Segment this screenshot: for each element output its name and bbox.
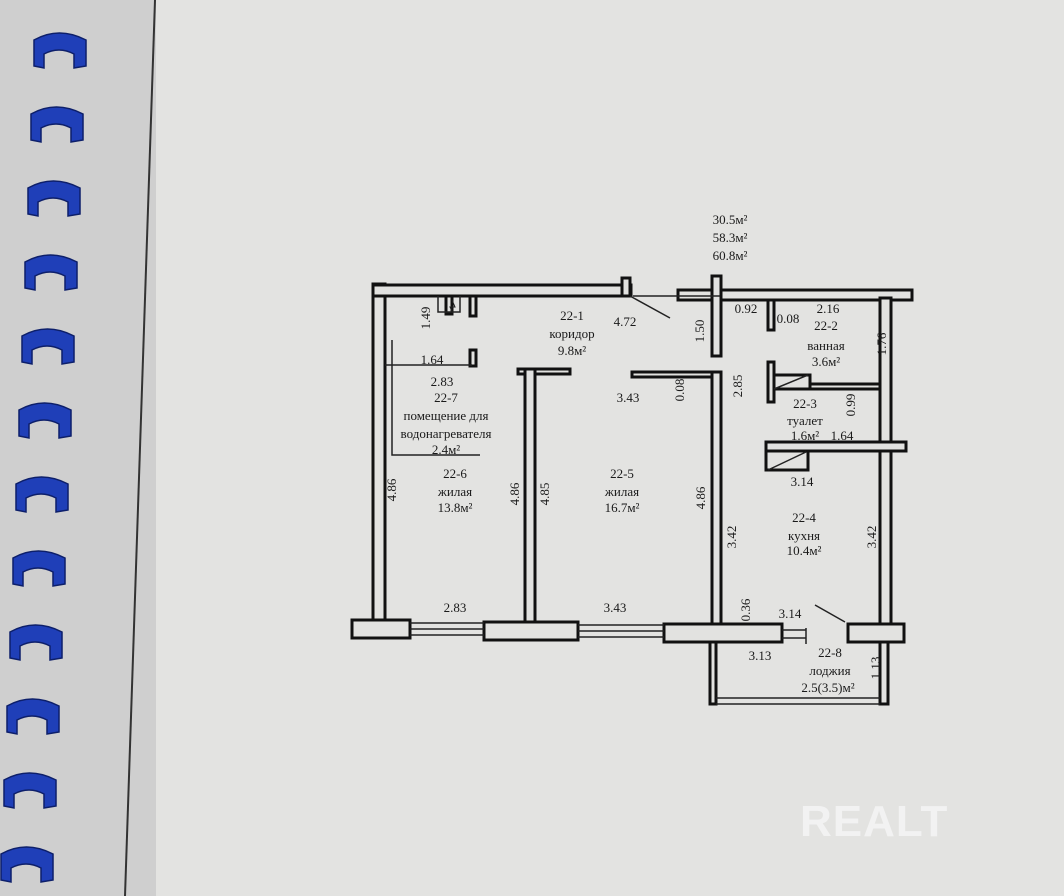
dimension: 2.16 (817, 301, 840, 316)
wall (808, 382, 882, 391)
binder-ring-icon (12, 550, 66, 587)
realt-watermark: REALT (800, 797, 948, 846)
room-area: 2.4м² (432, 442, 460, 457)
dimension: 3.43 (604, 600, 627, 615)
dimension: 1.50 (692, 320, 707, 343)
dimension: 1.64 (421, 352, 444, 367)
dimension: 1.64 (831, 428, 854, 443)
plan-labels: 30.5м² 58.3м² 60.8м² 22-1 коридор 9.8м² … (384, 212, 889, 695)
wall (708, 640, 718, 706)
binder-rings (0, 32, 87, 883)
page-edge (124, 0, 156, 896)
wall (620, 276, 632, 298)
room-id: 22-8 (818, 645, 842, 660)
room-id: 22-4 (792, 510, 816, 525)
dimension: 1.13 (868, 657, 883, 680)
dimension: 4.86 (693, 486, 708, 509)
room-name: помещение для (403, 408, 488, 423)
room-name: кухня (788, 528, 820, 543)
wall (710, 274, 723, 358)
dimension: 1.49 (418, 307, 433, 330)
dimension: 3.14 (791, 474, 814, 489)
dimension: 0.36 (738, 598, 753, 621)
binder-ring-icon (9, 624, 63, 661)
plan-sheet (156, 0, 1064, 896)
wall (766, 298, 776, 332)
binder-ring-icon (15, 476, 69, 513)
binder-ring-icon (27, 180, 81, 217)
dimension: 1.76 (874, 332, 889, 355)
dimension: 3.42 (864, 526, 879, 549)
dimension: 3.14 (779, 606, 802, 621)
window-lines (410, 622, 880, 705)
wall (676, 288, 914, 302)
dimension: 4.72 (614, 314, 637, 329)
dimension: 3.13 (749, 648, 772, 663)
room-area: 3.6м² (812, 354, 840, 369)
floor-plan (350, 274, 914, 706)
dimension: 2.83 (444, 600, 467, 615)
dimension: 3.42 (724, 526, 739, 549)
heater-symbol-icon (449, 299, 456, 314)
wall (630, 370, 722, 379)
room-name: коридор (549, 326, 594, 341)
room-area: 9.8м² (558, 343, 586, 358)
wall (468, 348, 478, 368)
room-name: лоджия (809, 663, 850, 678)
room-name: жилая (604, 484, 639, 499)
binder-ring-icon (3, 772, 57, 809)
dimension: 0.08 (672, 379, 687, 402)
binder-ring-icon (21, 328, 75, 365)
room-area: 16.7м² (605, 500, 640, 515)
wall (710, 370, 723, 626)
dimension: 0.99 (843, 394, 858, 417)
total-living: 30.5м² (713, 212, 748, 227)
dimension: 3.43 (617, 390, 640, 405)
wall (878, 640, 890, 706)
dimension: 4.86 (384, 478, 399, 501)
wall (350, 618, 412, 640)
dimension: 2.85 (730, 375, 745, 398)
wall (482, 620, 580, 642)
binder-ring-icon (33, 32, 87, 69)
wall (523, 367, 537, 625)
total-area: 58.3м² (713, 230, 748, 245)
room-id: 22-1 (560, 308, 584, 323)
binder-ring-icon (6, 698, 60, 735)
dimension: 0.92 (735, 301, 758, 316)
binder-ring-icon (0, 846, 54, 883)
room-name: туалет (787, 413, 823, 428)
plan-lines (385, 295, 846, 623)
room-id: 22-5 (610, 466, 634, 481)
room-area: 10.4м² (787, 543, 822, 558)
wall (468, 294, 478, 318)
room-area: 2.5(3.5)м² (801, 680, 854, 695)
room-area: 1.6м² (791, 428, 819, 443)
room-id: 22-6 (443, 466, 467, 481)
wall (846, 622, 906, 644)
binder-ring-icon (18, 402, 72, 439)
wall (444, 294, 454, 316)
wall (371, 282, 387, 626)
dimension: 0.08 (777, 311, 800, 326)
room-name: водонагревателя (401, 426, 492, 441)
binder-page (0, 0, 160, 896)
room-name: жилая (437, 484, 472, 499)
wall (371, 283, 633, 298)
wall (764, 440, 908, 453)
dimension: 2.83 (431, 374, 454, 389)
wall (516, 367, 572, 376)
room-area: 13.8м² (438, 500, 473, 515)
dimension: 4.85 (537, 483, 552, 506)
dimension: 4.86 (507, 482, 522, 505)
room-id: 22-7 (434, 390, 458, 405)
room-id: 22-2 (814, 318, 838, 333)
total-with-loggia: 60.8м² (713, 248, 748, 263)
room-id: 22-3 (793, 396, 817, 411)
binder-ring-icon (24, 254, 78, 291)
binder-ring-icon (30, 106, 84, 143)
wall (662, 622, 784, 644)
room-name: ванная (807, 338, 844, 353)
